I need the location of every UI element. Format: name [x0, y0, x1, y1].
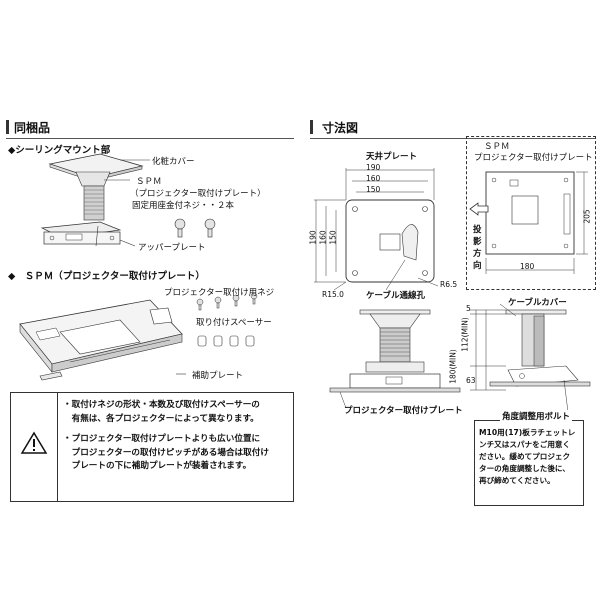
- spm-dimension-box: [466, 136, 596, 290]
- label-projector-screws: プロジェクター取付け用ネジ: [164, 288, 275, 298]
- section-title-contents: 同梱品: [14, 121, 51, 135]
- section-rule: [6, 138, 294, 139]
- label-spm: ＳＰＭ: [136, 177, 162, 187]
- notes-box: ・取付けネジの形状・本数及び取付けスペーサーの 有無は、各プロジェクターによって…: [10, 392, 294, 502]
- section-title-dimensions: 寸法図: [322, 121, 359, 135]
- dim-w-150: 150: [366, 185, 381, 194]
- dim-180-min: 180(MIN): [448, 349, 458, 384]
- note-1: ・取付けネジの形状・本数及び取付けスペーサーの 有無は、各プロジェクターによって…: [63, 400, 260, 424]
- dim-5: 5: [466, 304, 471, 313]
- arrow-left-icon: [469, 202, 489, 216]
- spm-drawing: [485, 171, 588, 274]
- radius-inner: R6.5: [440, 280, 458, 289]
- section-marker: [310, 120, 313, 134]
- ceiling-plate-drawing: [314, 168, 439, 291]
- spm-plate-illustration: [19, 292, 258, 381]
- radius-outer: R15.0: [322, 290, 344, 299]
- cable-cover-label: ケーブルカバー: [508, 298, 567, 308]
- label-cover: 化粧カバー: [152, 157, 195, 167]
- warning-icon: [20, 431, 48, 454]
- dim-w-190: 190: [366, 163, 381, 172]
- side-view-drawing: [329, 303, 591, 413]
- dim-h-160: 160: [318, 230, 328, 245]
- spm-dim-width: 180: [520, 262, 535, 271]
- section-rule: [310, 138, 596, 139]
- label-fixing-screws: 固定用座金付ネジ・・２本: [132, 201, 235, 211]
- dim-63: 63: [466, 376, 476, 385]
- label-spacer: 取り付けスペーサー: [196, 318, 272, 328]
- spm-dim-height: 205: [582, 209, 592, 224]
- dim-112-min: 112(MIN): [460, 317, 470, 352]
- angle-bolt-label: 角度調整用ボルト: [500, 410, 573, 422]
- bolt-note-box: M10用(17)板ラチェットレ ンチ又はスパナをご用意く ださい。緩めてプロジェ…: [474, 420, 584, 506]
- spm-subtitle: プロジェクター取付けプレート: [474, 153, 593, 163]
- note-2: ・プロジェクター取付けプレートよりも広い位置に プロジェクターの取付けピッチがあ…: [63, 434, 269, 471]
- dim-h-190: 190: [308, 230, 318, 245]
- label-aux-plate: 補助プレート: [192, 371, 244, 381]
- projector-plate-label: プロジェクター取付けプレート: [344, 406, 463, 416]
- label-upper-plate: アッパープレート: [138, 243, 206, 253]
- dim-h-150: 150: [328, 230, 338, 245]
- ceiling-mount-heading: ◆シーリングマウント部: [8, 145, 111, 156]
- ceiling-mount-illustration: [40, 153, 216, 247]
- spm-title: ＳＰＭ: [484, 142, 510, 152]
- spm-heading: ◆ ＳＰＭ（プロジェクター取付けプレート）: [8, 271, 205, 282]
- projection-direction: 投影方向: [473, 225, 482, 271]
- section-marker: [6, 120, 9, 134]
- label-spm-paren: （プロジェクター取付けプレート）: [130, 189, 266, 199]
- notes-divider: [57, 393, 58, 501]
- ceiling-plate-title: 天井プレート: [366, 152, 418, 162]
- bolt-note-text: M10用(17)板ラチェットレ ンチ又はスパナをご用意く ださい。緩めてプロジェ…: [479, 428, 576, 485]
- dim-w-160: 160: [366, 174, 381, 183]
- cable-hole-label: ケーブル通線孔: [366, 291, 425, 301]
